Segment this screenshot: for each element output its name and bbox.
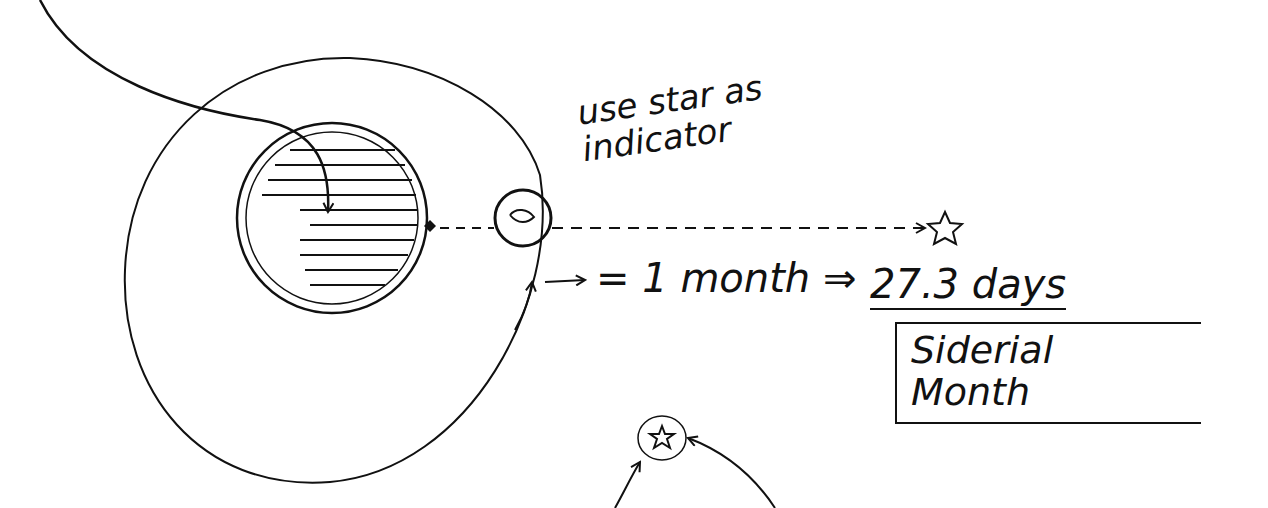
star-circle (638, 416, 686, 460)
pointer-arrow (615, 462, 640, 508)
moon-shading (510, 210, 534, 222)
moon (495, 190, 551, 246)
term-box: Siderial Month (895, 322, 1201, 424)
period-text: = 1 month ⇒ (596, 256, 856, 300)
orbit-arrow (515, 282, 532, 330)
observer-point (424, 220, 436, 232)
star (928, 212, 962, 244)
orbit-circle (125, 58, 543, 483)
earth (237, 123, 427, 313)
sight-line (552, 227, 925, 229)
pointer-arrow (688, 438, 775, 508)
sight-line (440, 227, 494, 229)
period-value: 27.3 days (870, 262, 1066, 310)
earth (246, 132, 418, 304)
arrow-symbol (545, 280, 585, 282)
star (650, 426, 674, 448)
term-text: Siderial Month (911, 330, 1181, 414)
earth-shading (262, 150, 418, 285)
note-text: use star as indicator (575, 49, 912, 169)
observer-arrow (40, 0, 328, 212)
